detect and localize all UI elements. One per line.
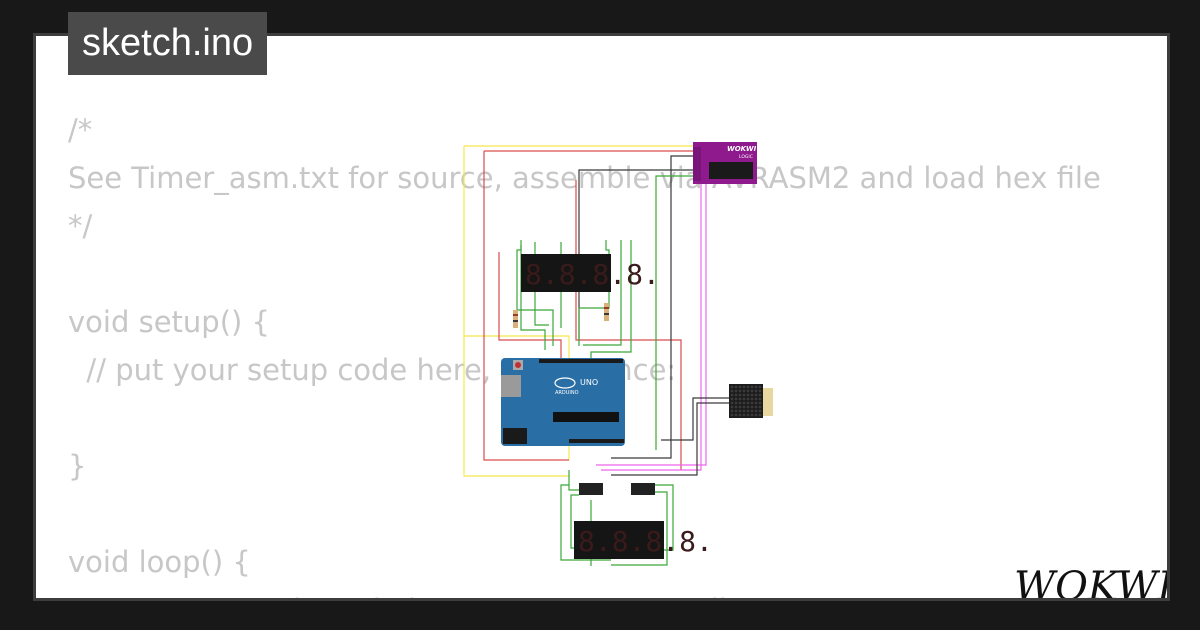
- led-dot: [734, 409, 738, 413]
- led-dot: [746, 413, 750, 417]
- led-dot: [730, 385, 734, 389]
- wokwi-logo: WOKWI: [1014, 564, 1170, 601]
- led-dot: [738, 409, 742, 413]
- led-dot: [746, 401, 750, 405]
- led-dot: [746, 389, 750, 393]
- led-dot: [754, 401, 758, 405]
- led-dot: [754, 397, 758, 401]
- led-dot: [750, 385, 754, 389]
- led-dot: [758, 385, 762, 389]
- led-dot: [738, 401, 742, 405]
- led-dot: [758, 401, 762, 405]
- led-dot: [730, 413, 734, 417]
- led-dot: [738, 393, 742, 397]
- logic-analyzer: WOKWI LOGIC: [693, 142, 757, 184]
- resistors: [513, 303, 609, 328]
- arduino-model: UNO: [580, 378, 598, 387]
- led-dot: [738, 397, 742, 401]
- led-dot: [730, 401, 734, 405]
- led-dot: [734, 401, 738, 405]
- led-dot: [754, 385, 758, 389]
- led-dot: [750, 389, 754, 393]
- logic-analyzer-brand: WOKWI: [727, 145, 757, 153]
- code-preview: /* See Timer_asm.txt for source, assemble…: [68, 106, 1101, 598]
- circuit-diagram: WOKWI LOGIC 8.8.8.8.: [463, 142, 773, 566]
- led-dot: [734, 397, 738, 401]
- led-dot: [734, 393, 738, 397]
- seven-segment-display-top: 8.8.8.8.: [521, 254, 660, 292]
- led-dot: [754, 409, 758, 413]
- code-line: See Timer_asm.txt for source, assemble v…: [68, 161, 1101, 195]
- led-dot: [758, 397, 762, 401]
- code-line: }: [68, 449, 87, 483]
- led-dot: [742, 397, 746, 401]
- led-dot: [730, 405, 734, 409]
- code-line: void setup() {: [68, 305, 270, 339]
- wokwi-logo-text: WOKWI: [1014, 564, 1170, 601]
- led-dot: [758, 405, 762, 409]
- led-dot: [758, 409, 762, 413]
- led-dot: [750, 413, 754, 417]
- led-dot: [730, 397, 734, 401]
- led-dot: [746, 405, 750, 409]
- led-dot: [730, 389, 734, 393]
- led-dot: [758, 393, 762, 397]
- led-dot: [742, 413, 746, 417]
- led-dot: [742, 385, 746, 389]
- led-dot: [730, 409, 734, 413]
- code-line: */: [68, 209, 93, 243]
- led-dot: [746, 393, 750, 397]
- led-dot: [750, 405, 754, 409]
- led-dot: [758, 413, 762, 417]
- led-dot: [754, 405, 758, 409]
- code-line: void loop() {: [68, 545, 251, 579]
- led-dot: [750, 393, 754, 397]
- led-dot: [742, 401, 746, 405]
- seven-segment-display-bottom: 8.8.8.8.: [574, 521, 713, 559]
- led-dot: [742, 393, 746, 397]
- led-dot: [734, 413, 738, 417]
- preview-card: /* See Timer_asm.txt for source, assemble…: [33, 33, 1170, 601]
- file-title-tab: sketch.ino: [68, 12, 268, 75]
- shift-registers: [579, 483, 655, 495]
- segment-digits-top: 8.8.8.8.: [525, 258, 660, 291]
- led-dot: [742, 389, 746, 393]
- led-dot: [738, 413, 742, 417]
- led-dot: [738, 389, 742, 393]
- led-dot: [734, 385, 738, 389]
- logic-analyzer-label: LOGIC: [739, 154, 753, 160]
- led-dot: [734, 405, 738, 409]
- segment-digits-bottom: 8.8.8.8.: [578, 525, 713, 558]
- led-dot: [742, 405, 746, 409]
- led-dot: [742, 409, 746, 413]
- led-dot: [750, 397, 754, 401]
- led-dot: [754, 413, 758, 417]
- led-dot: [746, 397, 750, 401]
- led-dot: [738, 405, 742, 409]
- arduino-uno: UNO ARDUINO: [501, 358, 625, 446]
- led-dot: [746, 409, 750, 413]
- led-dot: [738, 385, 742, 389]
- wires: [463, 145, 729, 566]
- code-line: /*: [68, 113, 93, 147]
- arduino-brand: ARDUINO: [555, 390, 579, 396]
- led-dot: [758, 389, 762, 393]
- led-dot: [750, 401, 754, 405]
- led-dot: [750, 409, 754, 413]
- code-line: // put your main code here, to run repea…: [68, 586, 1101, 598]
- led-matrix: [729, 384, 773, 418]
- led-dot: [730, 393, 734, 397]
- led-dot: [734, 389, 738, 393]
- led-dot: [746, 385, 750, 389]
- led-dot: [754, 389, 758, 393]
- led-dot: [754, 393, 758, 397]
